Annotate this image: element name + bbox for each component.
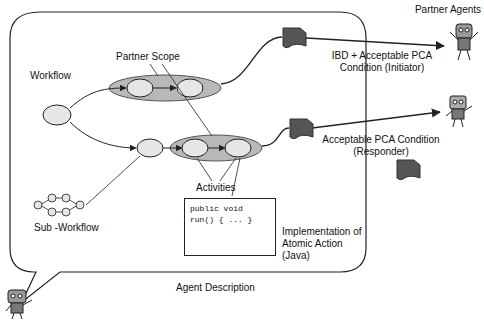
workflow-label: Workflow	[30, 70, 90, 82]
code-text: public void run() { ... }	[190, 203, 270, 225]
partner-scope-label: Partner Scope	[116, 51, 196, 63]
partner-agents-label: Partner Agents	[414, 4, 482, 16]
sub-workflow-icon	[34, 194, 84, 216]
activity-circles	[43, 79, 251, 157]
message-label: Acceptable PCA Condition (Responder)	[316, 134, 446, 158]
implementation-label: Implementation of Atomic Action (Java)	[282, 226, 364, 262]
caption-label: Agent Description	[176, 282, 286, 294]
partner-scope-band	[170, 135, 262, 161]
agent-bubble	[10, 12, 366, 302]
message-label: IBD + Acceptable PCA Condition (Initiato…	[318, 50, 446, 74]
partner-agent-icon	[450, 24, 478, 60]
activities-label: Activities	[196, 182, 256, 194]
sub-workflow-label: Sub -Workflow	[34, 222, 114, 234]
agent-icon	[6, 290, 32, 319]
code-box: public void run() { ... }	[184, 198, 276, 256]
partner-agent-icon	[446, 96, 472, 127]
